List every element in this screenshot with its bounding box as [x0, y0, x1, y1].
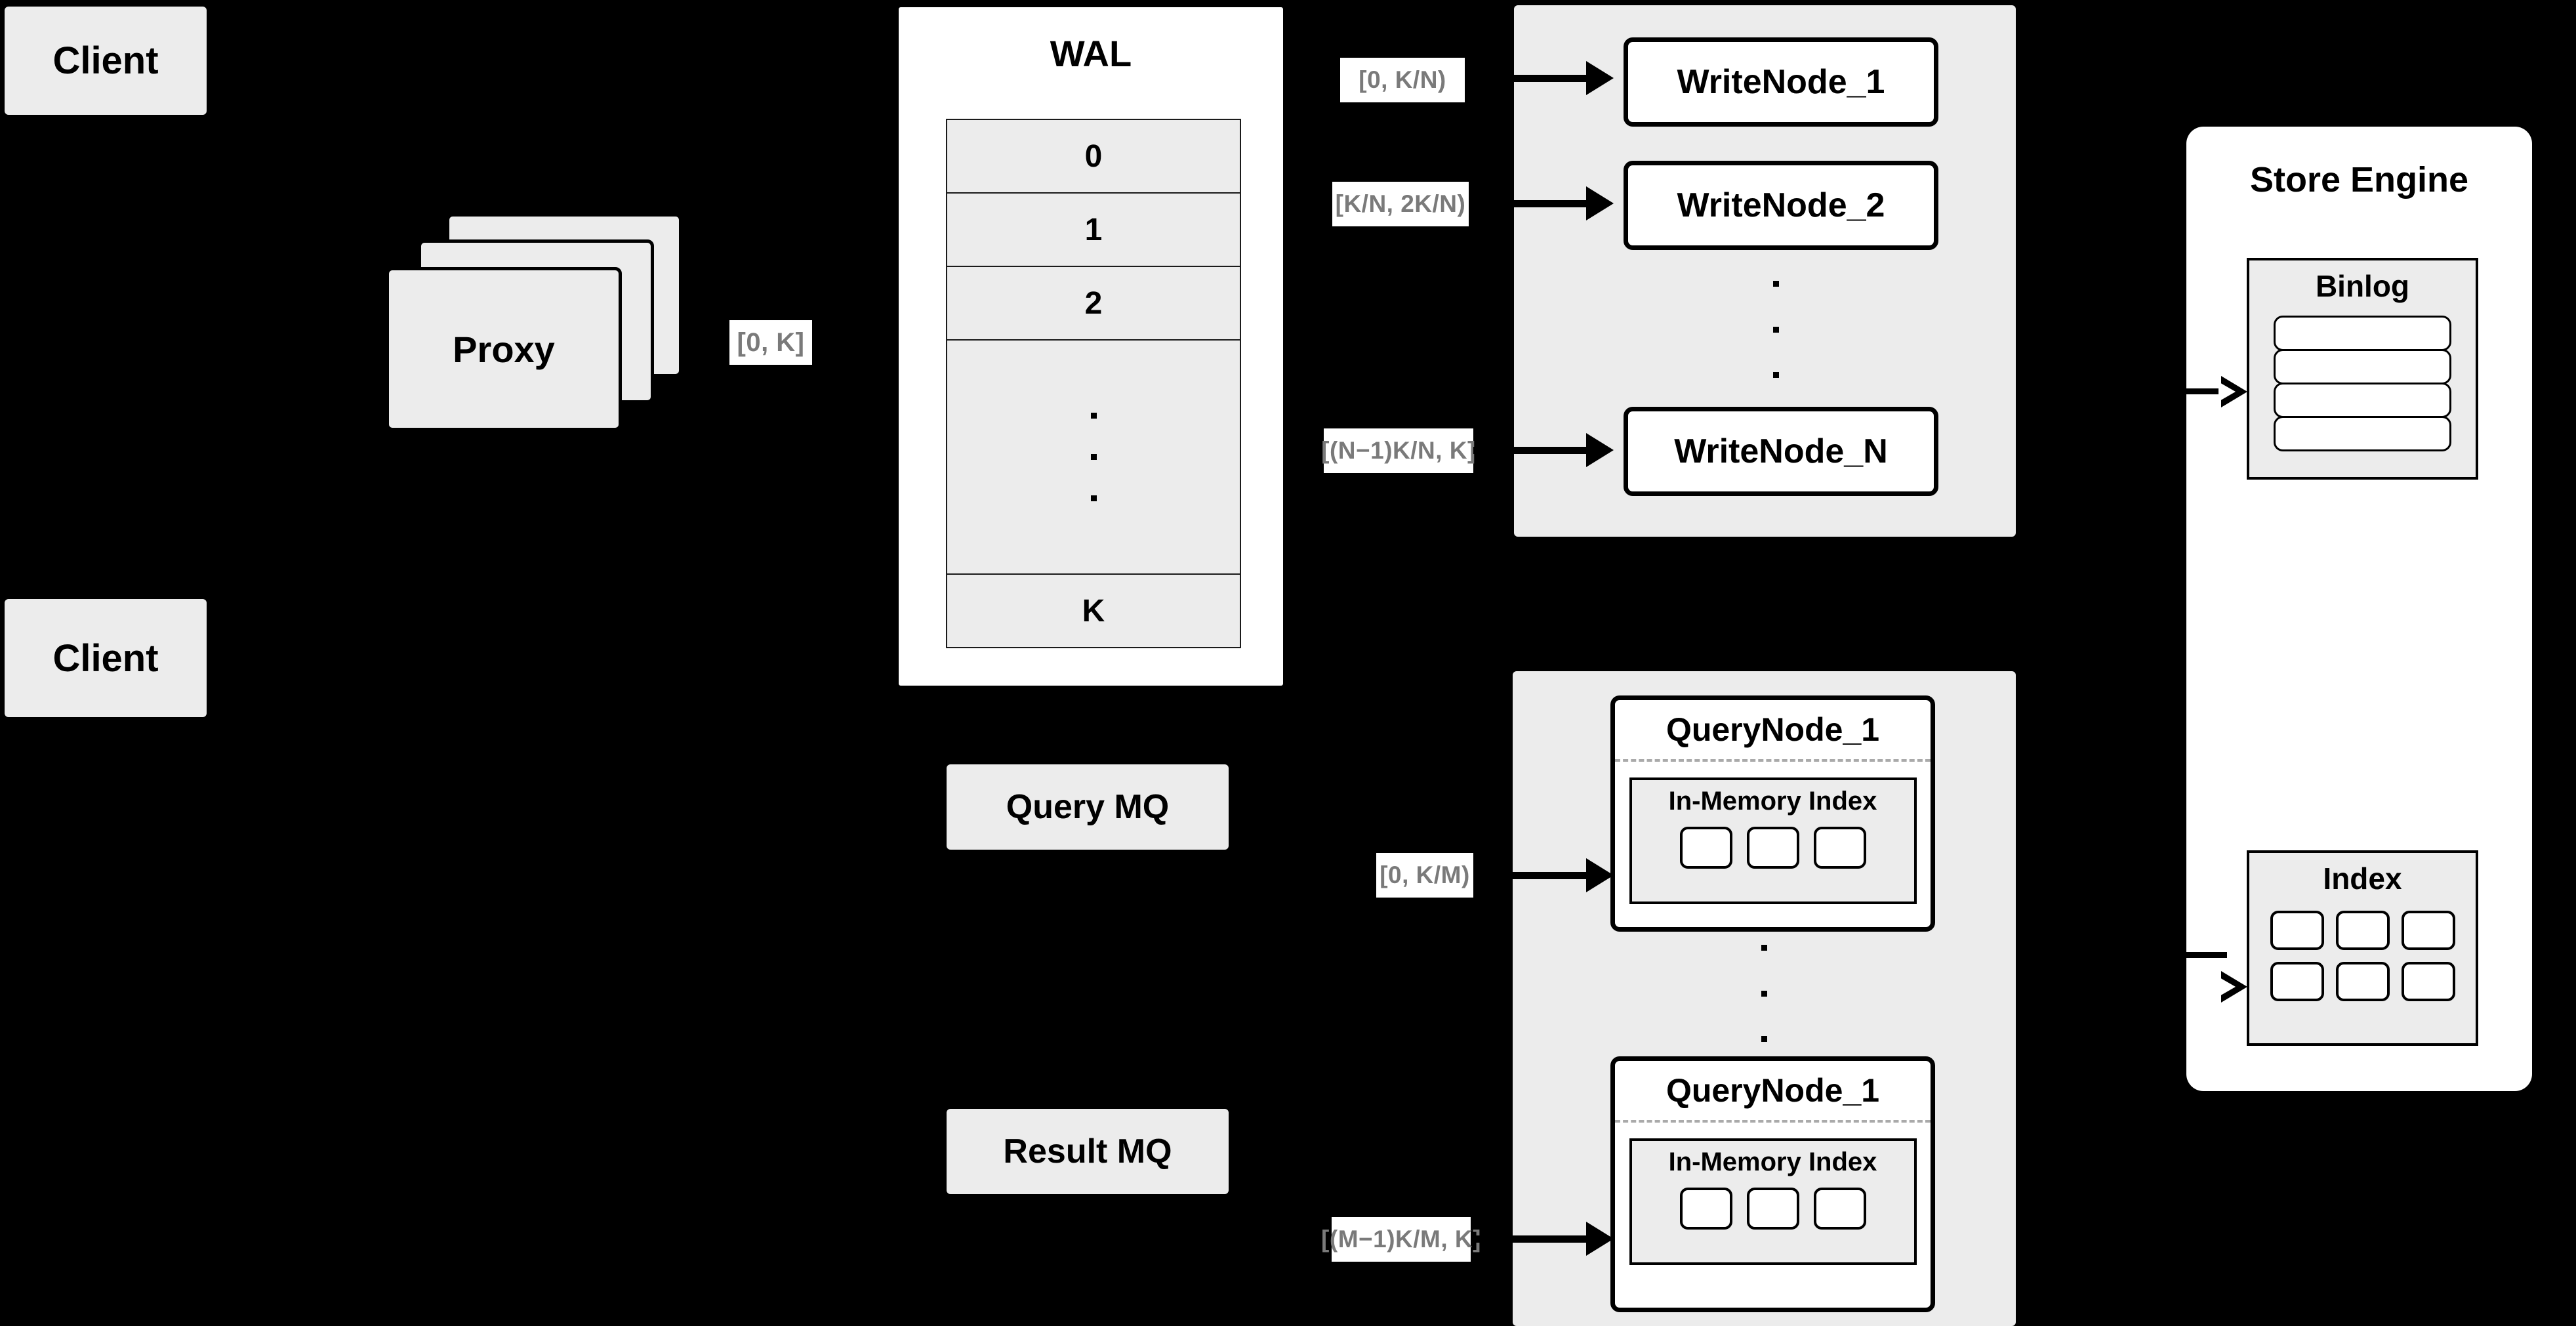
arrow-head-writenode-n [1586, 433, 1614, 467]
wal-title: WAL [1050, 33, 1132, 74]
query-node-divider [1615, 759, 1931, 762]
write-panel-ellipsis-icon [1772, 281, 1780, 378]
arrow-head-querynode-1 [1586, 858, 1614, 892]
in-memory-index-title: In-Memory Index [1668, 1148, 1877, 1176]
client-box-1[interactable]: Client [5, 7, 207, 115]
query-node-1[interactable]: QueryNode_1 In-Memory Index [1610, 695, 1935, 932]
query-panel-ellipsis-icon [1760, 945, 1768, 1042]
write-node-2[interactable]: WriteNode_2 [1624, 161, 1938, 250]
arrow-head-to-binlog [2218, 376, 2247, 407]
vertical-ellipsis-icon [1090, 413, 1097, 501]
edge-label-querynode-m: [(M−1)K/M, K] [1321, 1217, 1481, 1262]
index-tile-row [2270, 962, 2455, 1001]
index-tile[interactable] [2270, 911, 2324, 950]
index-tile[interactable] [2335, 962, 2390, 1001]
query-node-title: QueryNode_1 [1666, 1072, 1880, 1109]
wal-panel: WAL 0 1 2 K [897, 5, 1285, 688]
binlog-title: Binlog [2315, 269, 2410, 303]
wal-entry-list: 0 1 2 K [946, 119, 1241, 648]
in-memory-index-panel-1: In-Memory Index [1629, 777, 1917, 904]
index-tile-row [2270, 911, 2455, 950]
in-memory-index-tiles [1679, 1188, 1866, 1230]
wal-entry[interactable]: 0 [946, 119, 1241, 192]
index-tiles-grid [2270, 911, 2455, 1001]
store-engine-title: Store Engine [2249, 160, 2469, 199]
index-tile[interactable] [1679, 827, 1732, 869]
client-label: Client [52, 39, 159, 82]
arrow-line-to-binlog [2186, 388, 2227, 394]
in-memory-index-title: In-Memory Index [1668, 787, 1877, 816]
query-node-m[interactable]: QueryNode_1 In-Memory Index [1610, 1056, 1935, 1312]
query-mq-box[interactable]: Query MQ [947, 764, 1229, 850]
wal-entry[interactable]: K [946, 573, 1241, 648]
index-tile[interactable] [2401, 962, 2455, 1001]
write-node-1[interactable]: WriteNode_1 [1624, 37, 1938, 127]
binlog-panel: Binlog [2247, 258, 2478, 480]
query-node-title: QueryNode_1 [1666, 711, 1880, 748]
arrow-line-querynode-1 [1473, 872, 1591, 879]
client-label: Client [52, 636, 159, 680]
edge-label-writenode-1: [0, K/N) [1340, 58, 1465, 102]
result-mq-label: Result MQ [1003, 1132, 1172, 1171]
index-panel: Index [2247, 850, 2478, 1046]
binlog-row[interactable] [2274, 349, 2451, 384]
arrow-head-writenode-1 [1586, 61, 1614, 95]
arrow-line-to-index [2186, 952, 2227, 958]
write-node-label: WriteNode_2 [1677, 186, 1885, 224]
index-tile[interactable] [2335, 911, 2390, 950]
index-title: Index [2323, 861, 2402, 896]
wal-entry[interactable]: 1 [946, 192, 1241, 266]
arrow-line-querynode-m [1471, 1235, 1591, 1243]
proxy-label: Proxy [453, 328, 555, 370]
index-tile[interactable] [1746, 1188, 1799, 1230]
index-tile[interactable] [1813, 1188, 1866, 1230]
binlog-rows [2274, 316, 2451, 451]
index-tile[interactable] [1746, 827, 1799, 869]
arrow-line-writenode-n [1473, 447, 1591, 454]
arrow-head-querynode-m [1586, 1222, 1614, 1256]
write-node-n[interactable]: WriteNode_N [1624, 407, 1938, 496]
result-mq-box[interactable]: Result MQ [947, 1109, 1229, 1194]
query-mq-label: Query MQ [1006, 788, 1170, 826]
wal-entry[interactable]: 2 [946, 266, 1241, 339]
write-node-label: WriteNode_1 [1677, 63, 1885, 101]
index-tile[interactable] [2401, 911, 2455, 950]
binlog-row[interactable] [2274, 316, 2451, 351]
wal-entry-ellipsis [946, 339, 1241, 573]
binlog-row[interactable] [2274, 383, 2451, 418]
arrow-head-to-index [2218, 971, 2247, 1003]
edge-label-writenode-n: [(N−1)K/N, K] [1321, 428, 1475, 473]
arrow-line-writenode-1 [1466, 75, 1591, 82]
query-node-divider [1615, 1120, 1931, 1123]
client-box-2[interactable]: Client [5, 599, 207, 717]
in-memory-index-panel-2: In-Memory Index [1629, 1138, 1917, 1265]
write-node-label: WriteNode_N [1674, 432, 1888, 470]
arrow-line-writenode-2 [1469, 200, 1591, 207]
edge-label-proxy-to-wal: [0, K] [729, 320, 812, 365]
binlog-row[interactable] [2274, 416, 2451, 451]
edge-label-writenode-2: [K/N, 2K/N) [1332, 182, 1469, 226]
index-tile[interactable] [1679, 1188, 1732, 1230]
edge-label-querynode-1: [0, K/M) [1376, 853, 1473, 898]
proxy-card-front[interactable]: Proxy [386, 267, 622, 431]
store-engine-panel: Store Engine Binlog Index [2186, 127, 2532, 1091]
index-tile[interactable] [1813, 827, 1866, 869]
in-memory-index-tiles [1679, 827, 1866, 869]
arrow-head-writenode-2 [1586, 186, 1614, 220]
index-tile[interactable] [2270, 962, 2324, 1001]
